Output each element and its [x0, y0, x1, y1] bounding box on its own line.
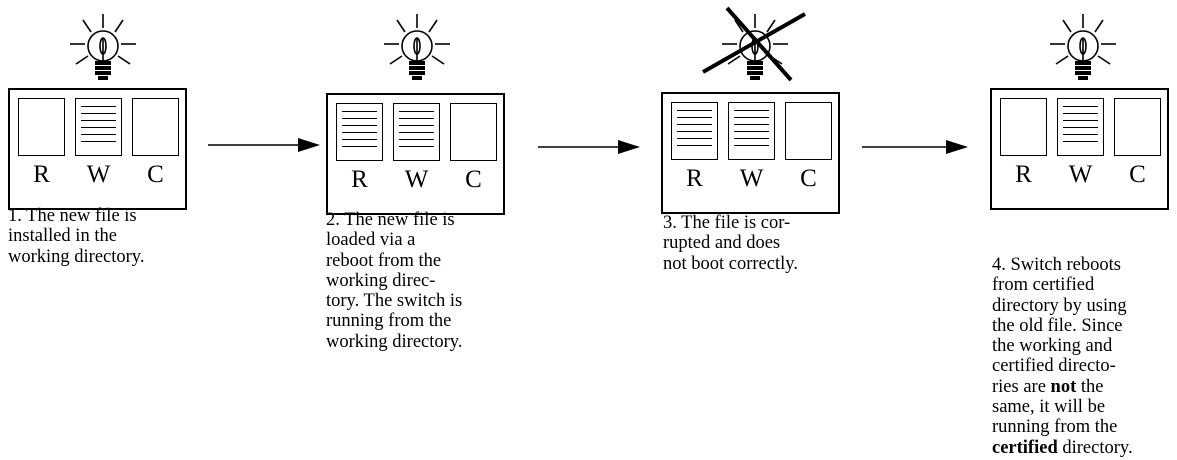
file-contents-icon — [81, 106, 116, 148]
arrow-right-icon — [862, 140, 968, 154]
slot-label-c: C — [465, 166, 482, 193]
slot-label-c: C — [147, 161, 164, 188]
slot-label-w: W — [404, 166, 429, 193]
slot-label-w: W — [1068, 161, 1093, 188]
lit-bulb-icon — [70, 14, 136, 80]
working-slot — [75, 98, 122, 156]
slot-label-r: R — [686, 165, 703, 192]
running-slot — [18, 98, 65, 156]
certified-slot — [785, 102, 832, 160]
failure-cross-icon — [702, 12, 806, 74]
working-slot — [728, 102, 775, 160]
lit-bulb-icon — [384, 14, 450, 80]
slot-label-c: C — [800, 165, 817, 192]
failed-bulb-icon — [702, 6, 806, 82]
step-caption: 4. Switch reboots from certified directo… — [992, 255, 1133, 458]
emphasis-not: not — [1050, 376, 1077, 397]
directory-panel: R W C — [661, 92, 840, 214]
directory-panel: R W C — [8, 88, 187, 210]
lit-bulb-icon — [1050, 14, 1116, 80]
directory-panel: R W C — [326, 93, 505, 215]
file-contents-icon — [1063, 106, 1098, 148]
certified-slot — [132, 98, 179, 156]
working-slot — [1057, 98, 1104, 156]
certified-slot — [450, 103, 497, 161]
directory-panel: R W C — [990, 88, 1169, 210]
file-contents-icon — [342, 111, 377, 153]
step-caption: 2. The new file is loaded via a reboot f… — [326, 210, 463, 352]
running-slot — [336, 103, 383, 161]
slot-label-r: R — [33, 161, 50, 188]
slot-label-w: W — [739, 165, 764, 192]
emphasis-certified: certified — [992, 437, 1058, 458]
file-contents-icon — [734, 110, 769, 152]
running-slot — [671, 102, 718, 160]
step-caption: 1. The new file is installed in the work… — [8, 206, 145, 267]
slot-label-r: R — [351, 166, 368, 193]
file-contents-icon — [399, 111, 434, 153]
arrow-right-icon — [538, 140, 640, 154]
step-caption: 3. The file is cor- rupted and does not … — [663, 213, 798, 274]
slot-label-r: R — [1015, 161, 1032, 188]
file-contents-icon — [677, 110, 712, 152]
working-slot — [393, 103, 440, 161]
arrow-right-icon — [208, 138, 320, 152]
slot-label-w: W — [86, 161, 111, 188]
certified-slot — [1114, 98, 1161, 156]
slot-label-c: C — [1129, 161, 1146, 188]
running-slot — [1000, 98, 1047, 156]
